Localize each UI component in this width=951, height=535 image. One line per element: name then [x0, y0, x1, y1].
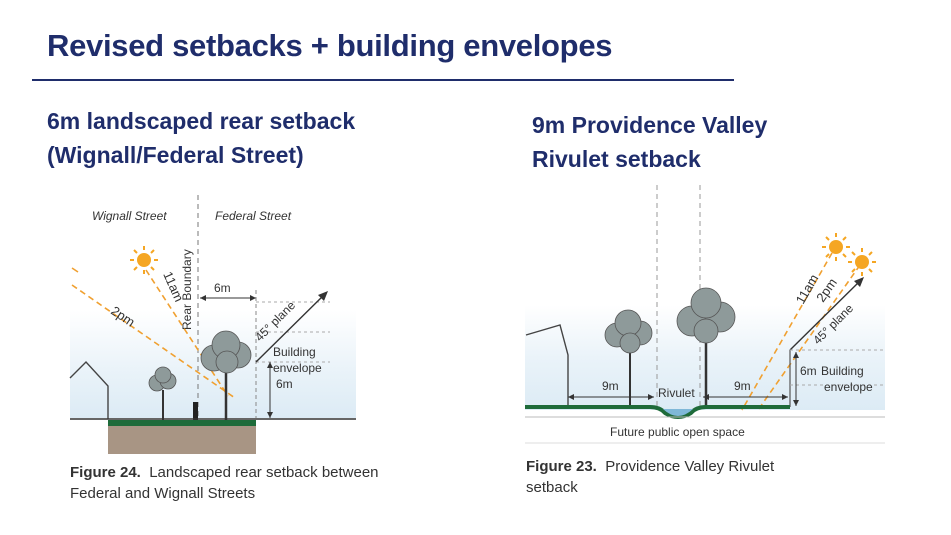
house-outline — [525, 324, 569, 407]
sun-ray-11am — [145, 269, 229, 397]
title-underline — [32, 79, 734, 81]
figure-23-caption: Figure 23. Providence Valley Rivulet set… — [526, 456, 826, 498]
ground-grass-line — [525, 405, 790, 419]
right-heading-line-1: 9m Providence Valley — [532, 112, 768, 138]
large-tree — [200, 330, 252, 422]
envelope-label-line-2: envelope — [824, 380, 873, 394]
sun-ray-2pm-start — [71, 267, 79, 273]
figure-24-caption-text: Landscaped rear setback between Federal … — [70, 464, 379, 502]
small-tree — [148, 366, 177, 422]
setback-left-label: 9m — [602, 379, 619, 393]
left-tree — [604, 309, 653, 409]
boundary-fence — [193, 402, 198, 420]
left-heading: 6m landscaped rear setback (Wignall/Fede… — [47, 104, 355, 172]
setback-diagram-figure-24: Wignall Street Federal Street Rear Bound… — [69, 195, 356, 454]
plane-45-arrow — [789, 278, 863, 351]
landscaped-grass-strip — [108, 420, 256, 426]
sun-ray-11am — [741, 252, 833, 411]
house-outline — [69, 360, 109, 419]
figure-24-number: Figure 24. — [70, 464, 141, 481]
slide-title: Revised setbacks + building envelopes — [47, 28, 613, 63]
envelope-height-label: 6m — [800, 364, 817, 378]
right-tree — [676, 287, 736, 409]
rivulet-water — [663, 409, 693, 416]
left-heading-line-2: (Wignall/Federal Street) — [47, 142, 304, 168]
sun-icon-11am — [822, 233, 850, 261]
left-heading-line-1: 6m landscaped rear setback — [47, 108, 356, 134]
envelope-label-line-1: Building — [273, 345, 316, 359]
envelope-height-label: 6m — [276, 377, 293, 391]
sun-icon — [130, 246, 158, 274]
right-heading-line-2: Rivulet setback — [532, 146, 701, 172]
open-space-label: Future public open space — [610, 425, 745, 439]
figure-23-caption-text: Providence Valley Rivulet setback — [526, 458, 775, 496]
setback-diagram-figure-23: 11am 2pm 45° plane 6m Building envelope … — [525, 185, 885, 444]
figure-23-number: Figure 23. — [526, 458, 597, 475]
figure-24-caption: Figure 24. Landscaped rear setback betwe… — [70, 462, 430, 504]
sun-icon-2pm — [848, 248, 876, 276]
soil-strip — [108, 426, 256, 454]
setback-6m-label: 6m — [214, 281, 231, 295]
wignall-street-label: Wignall Street — [92, 209, 167, 223]
rivulet-label: Rivulet — [658, 386, 695, 400]
rear-boundary-label: Rear Boundary — [180, 249, 194, 330]
setback-right-label: 9m — [734, 379, 751, 393]
plane-45-arrow — [255, 292, 327, 363]
right-heading: 9m Providence Valley Rivulet setback — [532, 108, 767, 176]
envelope-label-line-1: Building — [821, 364, 864, 378]
envelope-label-line-2: envelope — [273, 361, 322, 375]
federal-street-label: Federal Street — [215, 209, 292, 223]
sun-ray-2pm — [71, 284, 236, 399]
